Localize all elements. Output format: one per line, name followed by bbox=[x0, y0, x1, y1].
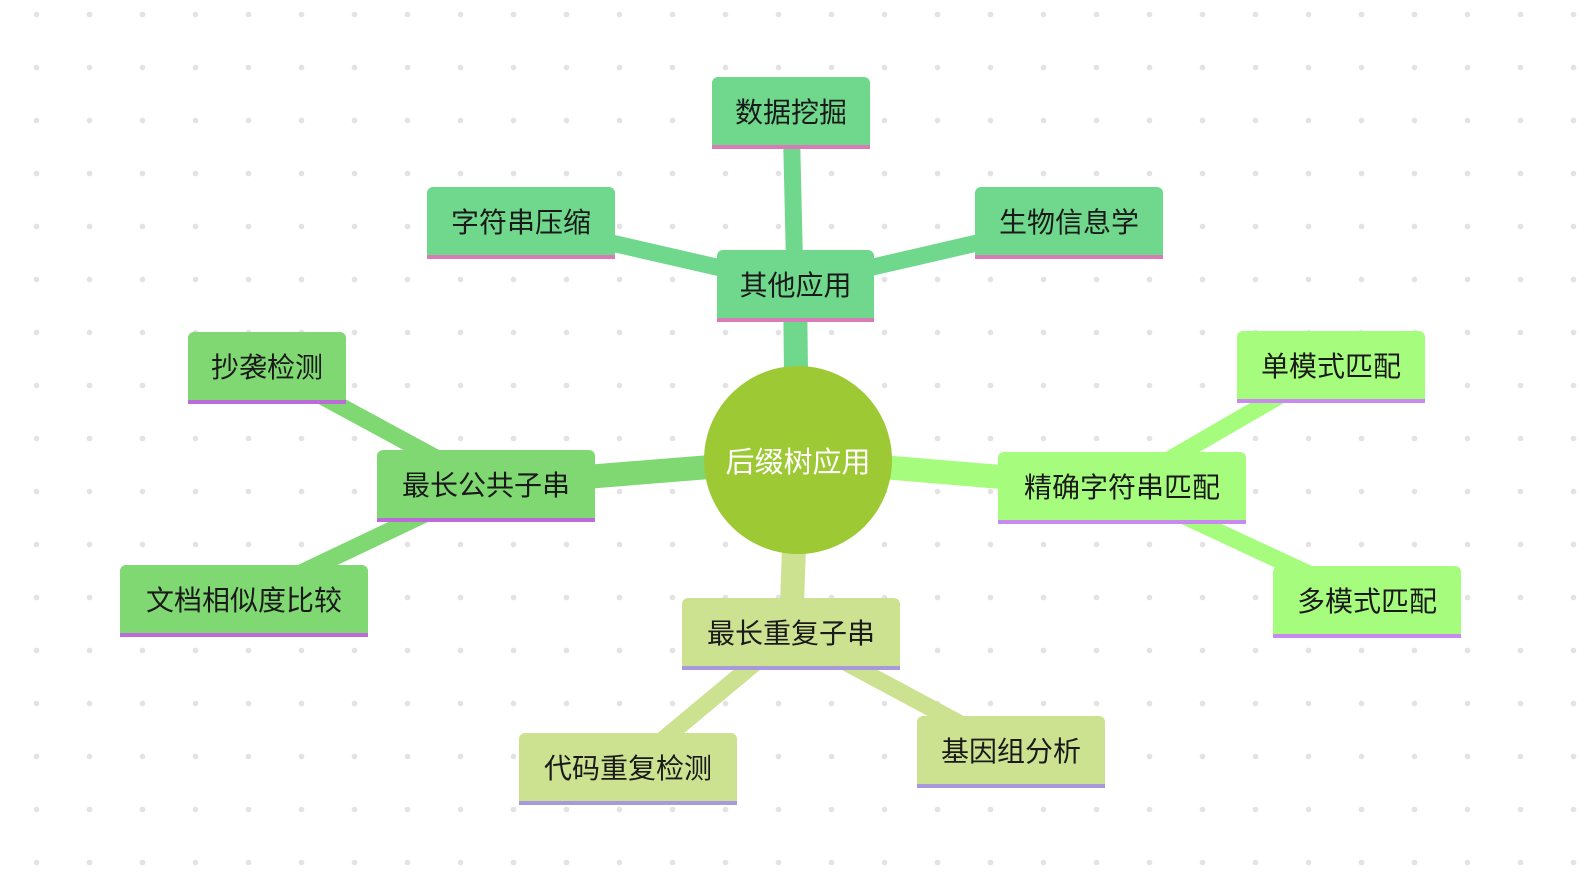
node-longest-repeated-substring[interactable]: 最长重复子串 bbox=[682, 598, 900, 670]
node-other-applications[interactable]: 其他应用 bbox=[717, 250, 874, 322]
root-label: 后缀树应用 bbox=[725, 445, 871, 479]
node-plagiarism-detection[interactable]: 抄袭检测 bbox=[188, 332, 346, 404]
node-document-similarity[interactable]: 文档相似度比较 bbox=[120, 565, 368, 637]
root-node[interactable]: 后缀树应用 bbox=[704, 366, 892, 554]
node-genome-analysis[interactable]: 基因组分析 bbox=[917, 716, 1105, 788]
node-label: 生物信息学 bbox=[998, 206, 1139, 239]
node-exact-string-matching[interactable]: 精确字符串匹配 bbox=[998, 452, 1246, 524]
node-label: 基因组分析 bbox=[940, 735, 1081, 768]
node-label: 精确字符串匹配 bbox=[1023, 471, 1220, 504]
node-longest-common-substring[interactable]: 最长公共子串 bbox=[377, 450, 595, 522]
node-single-pattern-matching[interactable]: 单模式匹配 bbox=[1237, 331, 1425, 403]
node-label: 文档相似度比较 bbox=[145, 584, 342, 617]
node-code-duplication-detection[interactable]: 代码重复检测 bbox=[519, 733, 737, 805]
node-string-compression[interactable]: 字符串压缩 bbox=[427, 187, 615, 259]
node-label: 单模式匹配 bbox=[1260, 350, 1401, 383]
node-bioinformatics[interactable]: 生物信息学 bbox=[975, 187, 1163, 259]
node-label: 最长重复子串 bbox=[706, 617, 875, 650]
node-label: 抄袭检测 bbox=[210, 351, 323, 384]
node-label: 最长公共子串 bbox=[401, 469, 570, 502]
node-label: 字符串压缩 bbox=[450, 206, 591, 239]
node-data-mining[interactable]: 数据挖掘 bbox=[712, 77, 870, 149]
node-multi-pattern-matching[interactable]: 多模式匹配 bbox=[1273, 566, 1461, 638]
node-label: 数据挖掘 bbox=[734, 96, 847, 129]
node-label: 代码重复检测 bbox=[543, 752, 712, 785]
node-label: 其他应用 bbox=[739, 269, 852, 302]
node-label: 多模式匹配 bbox=[1296, 585, 1437, 618]
